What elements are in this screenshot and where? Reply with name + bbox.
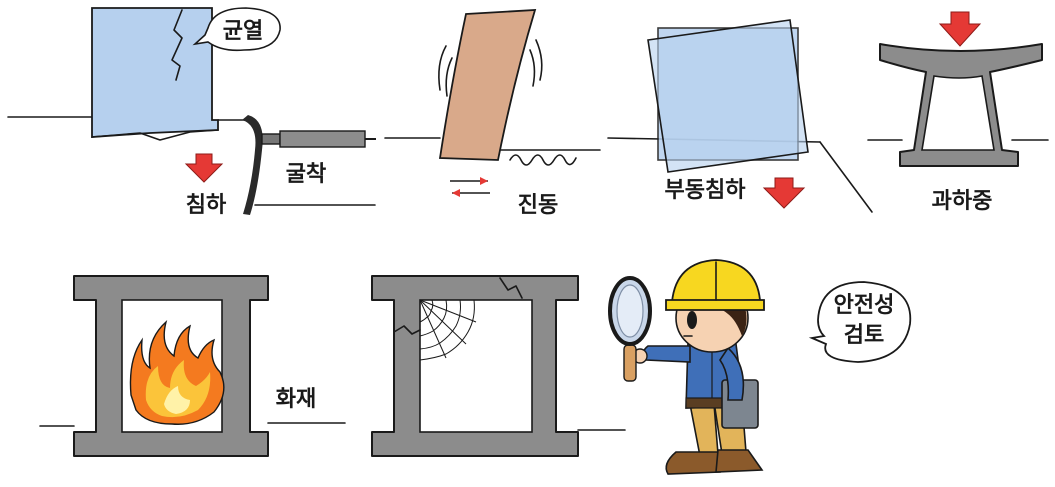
overload-label: 과하중	[932, 189, 993, 214]
tilting-building-tan	[438, 9, 537, 161]
safety-helmet-icon	[665, 259, 765, 311]
uneven-settlement-label: 부동침하	[665, 178, 747, 203]
inspector-character	[608, 259, 765, 475]
crack-mark	[499, 277, 523, 299]
uneven-settlement-arrow	[762, 177, 806, 209]
magnifying-glass-icon	[608, 276, 652, 382]
panel-vibration: 진동	[384, 9, 601, 218]
crack-mark	[393, 325, 421, 335]
shake-arrows	[450, 177, 490, 197]
overload-arrow	[938, 11, 982, 47]
crack-mark	[171, 9, 183, 81]
panel-fire: 화재	[39, 275, 346, 457]
vibration-wave	[509, 154, 577, 166]
excavation-label: 굴착	[286, 162, 326, 187]
motion-line	[438, 45, 447, 91]
crack-label: 균열	[223, 19, 263, 44]
building-block-blue	[91, 7, 219, 138]
vibration-label: 진동	[518, 193, 558, 218]
settled-base	[91, 129, 219, 141]
spider-web-icon	[419, 299, 480, 362]
settlement-label: 침하	[186, 193, 227, 218]
building-tilted	[647, 19, 809, 173]
safety-review-line2: 검토	[844, 323, 884, 348]
excavation-wall	[242, 115, 263, 215]
frame-opening	[921, 75, 995, 151]
panel-aging	[371, 275, 626, 457]
panel-overload: 과하중	[867, 11, 1049, 214]
motion-line	[445, 57, 453, 97]
panel-uneven-settlement: 부동침하	[607, 19, 873, 213]
motion-line	[529, 49, 536, 87]
motion-line	[535, 39, 543, 81]
fire-label: 화재	[276, 387, 316, 412]
safety-review-line1: 안전성	[834, 293, 895, 318]
safety-review-speech-bubble: 안전성 검토	[808, 281, 912, 363]
crack-speech-bubble: 균열	[192, 7, 281, 52]
settlement-arrow	[184, 153, 224, 183]
drill-tool	[261, 130, 376, 148]
panel-settlement-excavation: 균열 침하 굴착	[7, 7, 376, 218]
fire-icon	[129, 319, 225, 425]
ground-slope	[819, 141, 873, 213]
frame-interior	[419, 299, 533, 433]
